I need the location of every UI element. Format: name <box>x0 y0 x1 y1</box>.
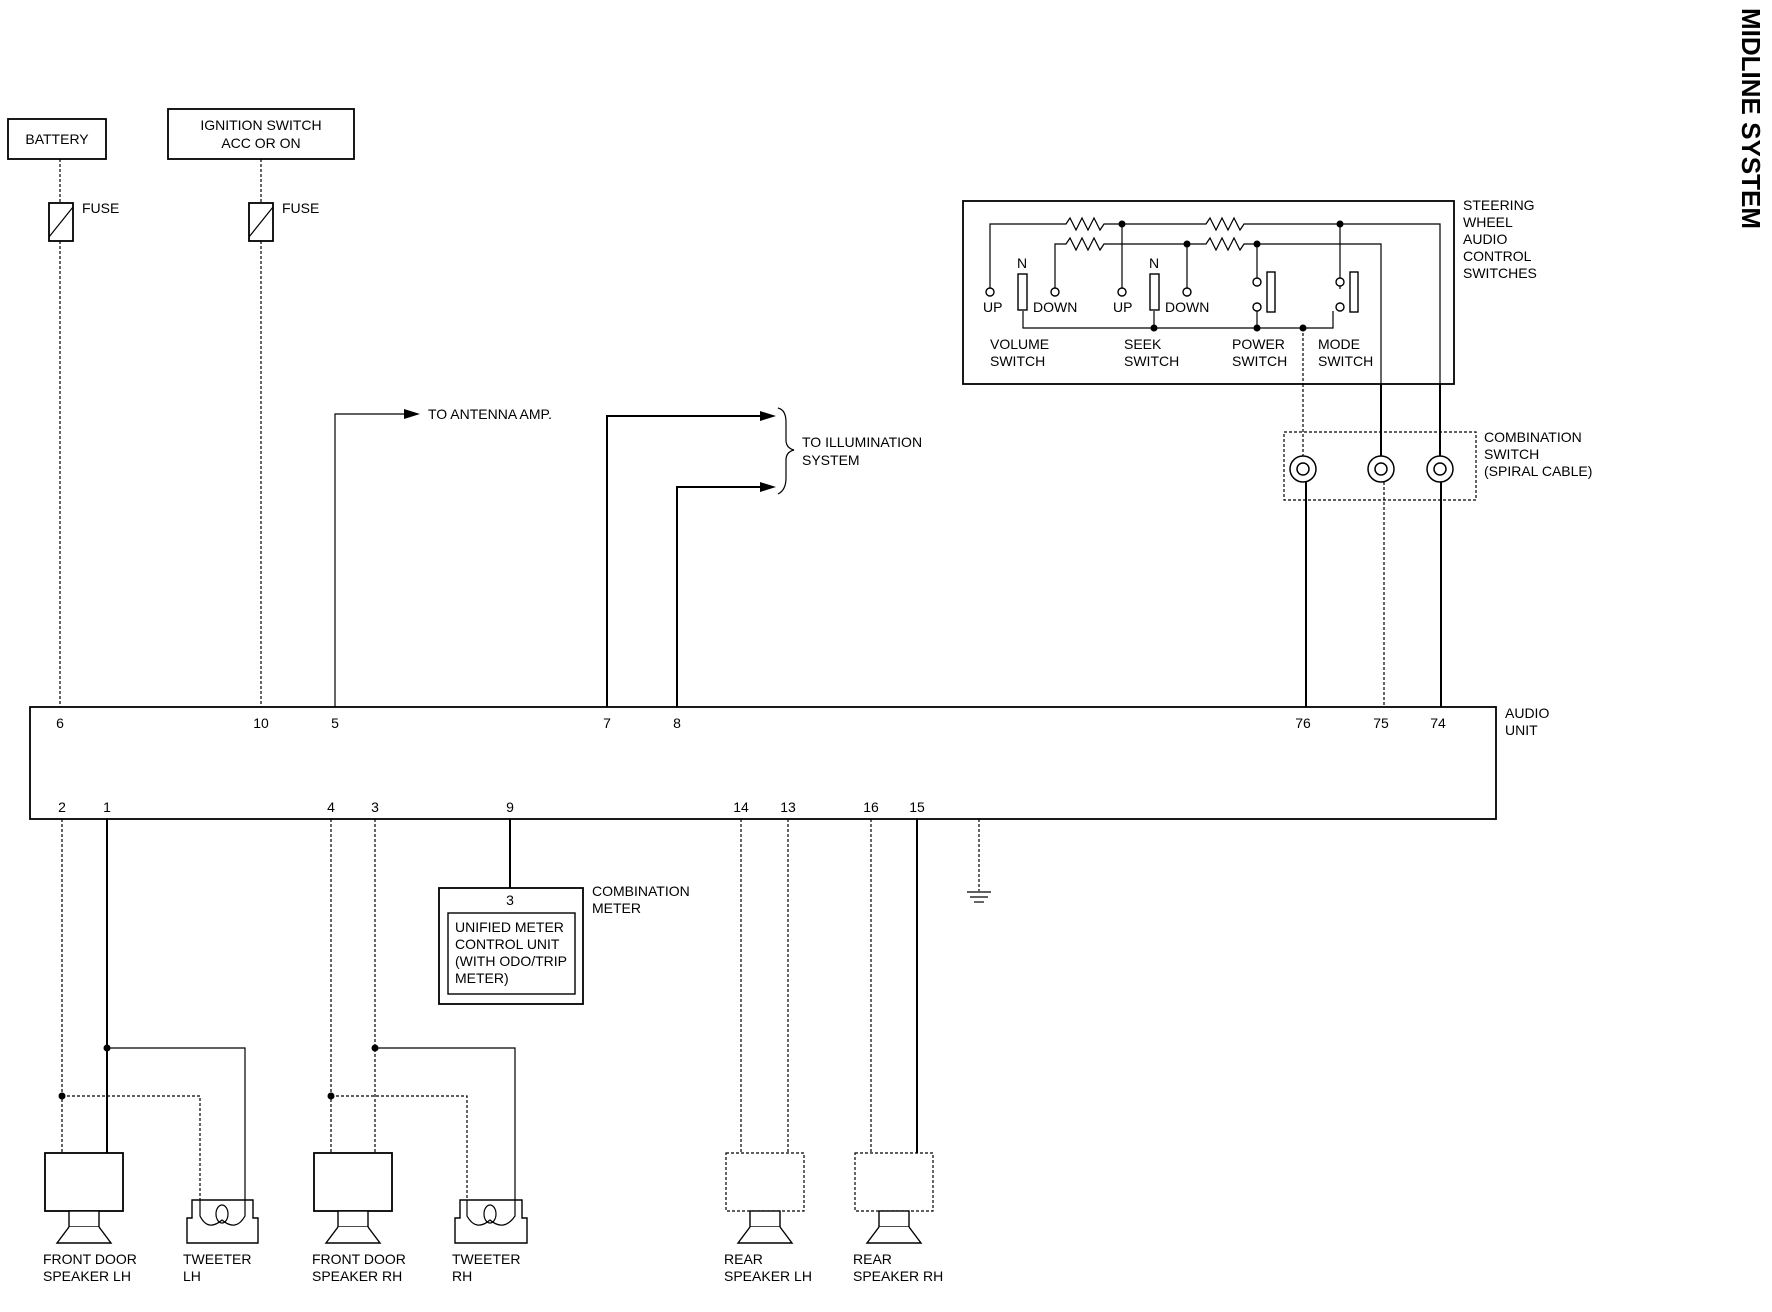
fuse-battery: FUSE <box>48 200 119 242</box>
switch-label-volume-1: VOLUME <box>990 336 1049 352</box>
pin-14: 14 <box>733 799 749 815</box>
combination-meter-label-2: METER <box>592 900 641 916</box>
speaker-label-rear-lh-2: SPEAKER LH <box>724 1268 812 1284</box>
seek-up-label: UP <box>1113 299 1132 315</box>
steering-label-1: STEERING <box>1463 197 1535 213</box>
speaker-label-front-rh-2: SPEAKER RH <box>312 1268 402 1284</box>
seek-down-label: DOWN <box>1165 299 1209 315</box>
pin-76: 76 <box>1295 715 1311 731</box>
speaker-front-rh: FRONT DOOR SPEAKER RH <box>312 1152 406 1284</box>
fuse-ignition: FUSE <box>248 200 319 242</box>
meter-unit-line-1: UNIFIED METER <box>455 919 564 935</box>
fuse-label-2: FUSE <box>282 200 319 216</box>
pin-9: 9 <box>506 799 514 815</box>
speaker-label-front-lh-1: FRONT DOOR <box>43 1251 137 1267</box>
speaker-rear-rh: REAR SPEAKER RH <box>853 1152 943 1284</box>
combination-meter-label-1: COMBINATION <box>592 883 690 899</box>
meter-pin-3: 3 <box>506 892 514 908</box>
tweeter-label-lh-1: TWEETER <box>183 1251 251 1267</box>
steering-label-3: AUDIO <box>1463 231 1507 247</box>
tweeter-lh: TWEETER LH <box>183 1199 259 1284</box>
pin-3: 3 <box>371 799 379 815</box>
switch-label-mode-1: MODE <box>1318 336 1360 352</box>
switch-label-power-2: SWITCH <box>1232 353 1287 369</box>
audio-unit-label-2: UNIT <box>1505 722 1538 738</box>
pin-5: 5 <box>331 715 339 731</box>
switch-label-seek-2: SWITCH <box>1124 353 1179 369</box>
speaker-rear-lh: REAR SPEAKER LH <box>724 1152 812 1284</box>
switch-label-seek-1: SEEK <box>1124 336 1162 352</box>
illumination-wires: TO ILLUMINATION SYSTEM <box>606 407 922 707</box>
audio-unit-label-1: AUDIO <box>1505 705 1549 721</box>
volume-up-label: UP <box>983 299 1002 315</box>
meter-unit-line-4: METER) <box>455 970 509 986</box>
pin-6: 6 <box>56 715 64 731</box>
pin-7: 7 <box>603 715 611 731</box>
combination-meter: 3 UNIFIED METER CONTROL UNIT (WITH ODO/T… <box>438 883 690 1005</box>
volume-down-label: DOWN <box>1033 299 1077 315</box>
pin-4: 4 <box>327 799 335 815</box>
tweeter-rh: TWEETER RH <box>452 1199 528 1284</box>
combination-switch-label-2: SWITCH <box>1484 446 1539 462</box>
pin-13: 13 <box>780 799 796 815</box>
ignition-label-2: ACC OR ON <box>221 135 300 151</box>
tweeter-label-rh-2: RH <box>452 1268 472 1284</box>
ground-icon <box>967 819 991 903</box>
steering-wheel-switches: UP N DOWN UP N DOWN VOLUME SWITCH SEEK S… <box>962 197 1537 385</box>
fuse-label-1: FUSE <box>82 200 119 216</box>
illumination-label-2: SYSTEM <box>802 452 860 468</box>
pin-10: 10 <box>253 715 269 731</box>
meter-unit-line-3: (WITH ODO/TRIP <box>455 953 567 969</box>
battery: BATTERY <box>7 118 107 160</box>
tweeter-label-lh-2: LH <box>183 1268 201 1284</box>
steering-label-2: WHEEL <box>1463 214 1513 230</box>
speaker-label-rear-rh-2: SPEAKER RH <box>853 1268 943 1284</box>
combination-switch: COMBINATION SWITCH (SPIRAL CABLE) <box>1283 429 1592 501</box>
pin-8: 8 <box>673 715 681 731</box>
switch-label-mode-2: SWITCH <box>1318 353 1373 369</box>
ignition-label-1: IGNITION SWITCH <box>200 117 321 133</box>
speaker-front-lh: FRONT DOOR SPEAKER LH <box>43 1152 137 1284</box>
ignition-switch: IGNITION SWITCH ACC OR ON <box>167 108 355 160</box>
illumination-label-1: TO ILLUMINATION <box>802 434 922 450</box>
pin-1: 1 <box>103 799 111 815</box>
speaker-label-front-lh-2: SPEAKER LH <box>43 1268 131 1284</box>
speaker-label-front-rh-1: FRONT DOOR <box>312 1251 406 1267</box>
pin-2: 2 <box>58 799 66 815</box>
switch-label-volume-2: SWITCH <box>990 353 1045 369</box>
combination-switch-label-1: COMBINATION <box>1484 429 1582 445</box>
pin-75: 75 <box>1373 715 1389 731</box>
pin-74: 74 <box>1430 715 1446 731</box>
battery-label: BATTERY <box>25 131 89 147</box>
seek-n-label: N <box>1149 255 1159 271</box>
tweeter-label-rh-1: TWEETER <box>452 1251 520 1267</box>
steering-label-5: SWITCHES <box>1463 265 1537 281</box>
volume-n-label: N <box>1017 255 1027 271</box>
meter-unit-line-2: CONTROL UNIT <box>455 936 560 952</box>
diagram-title: MIDLINE SYSTEM <box>1736 8 1766 229</box>
combination-switch-label-3: (SPIRAL CABLE) <box>1484 463 1592 479</box>
antenna-wire: TO ANTENNA AMP. <box>334 406 552 707</box>
steering-label-4: CONTROL <box>1463 248 1532 264</box>
speaker-label-rear-rh-1: REAR <box>853 1251 892 1267</box>
speaker-label-rear-lh-1: REAR <box>724 1251 763 1267</box>
pin-15: 15 <box>909 799 925 815</box>
switch-label-power-1: POWER <box>1232 336 1285 352</box>
audio-unit: AUDIO UNIT 6 10 5 7 8 76 75 74 2 1 4 3 9… <box>29 705 1549 820</box>
antenna-label: TO ANTENNA AMP. <box>428 406 552 422</box>
pin-16: 16 <box>863 799 879 815</box>
